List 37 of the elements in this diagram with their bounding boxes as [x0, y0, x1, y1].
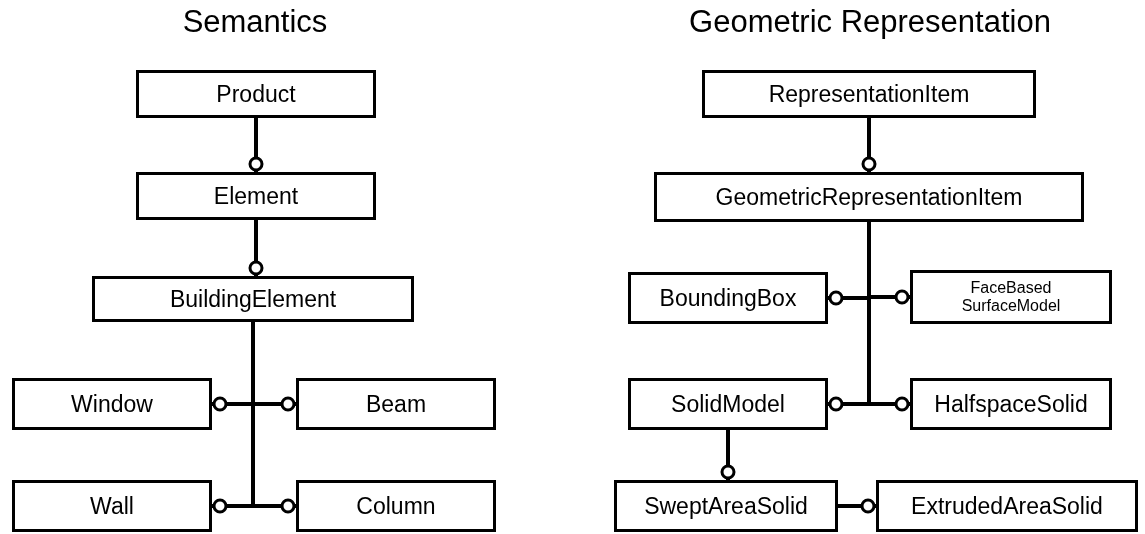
connector [248, 118, 264, 172]
class-name: HalfspaceSolid [934, 390, 1088, 418]
class-box [628, 378, 828, 430]
class-name: BoundingBox [659, 284, 797, 312]
class-name: FaceBased SurfaceModel [960, 278, 1062, 316]
class-box [296, 480, 496, 532]
class-name: RepresentationItem [768, 80, 970, 108]
class-name: Wall [90, 492, 134, 520]
class-name: SolidModel [671, 390, 785, 418]
class-name: Beam [365, 390, 427, 418]
connector [838, 498, 876, 514]
class-box [92, 276, 414, 322]
heading: Semantics [182, 4, 328, 40]
class-name: Window [71, 390, 153, 418]
class-name: Column [356, 492, 436, 520]
class-box [910, 378, 1112, 430]
connector [720, 430, 736, 480]
class-box [654, 172, 1084, 222]
class-name: ExtrudedAreaSolid [911, 492, 1103, 520]
class-name: SweptAreaSolid [644, 492, 808, 520]
heading: Geometric Representation [689, 4, 1051, 40]
class-box [12, 480, 212, 532]
class-box [296, 378, 496, 430]
class-name: Element [213, 182, 299, 210]
class-box [876, 480, 1138, 532]
class-box [136, 172, 376, 220]
class-box [702, 70, 1036, 118]
class-name: GeometricRepresentationItem [715, 183, 1023, 211]
class-box [614, 480, 838, 532]
class-box [910, 270, 1112, 324]
class-box [12, 378, 212, 430]
class-name: Product [216, 80, 296, 108]
class-box [628, 272, 828, 324]
class-name: BuildingElement [169, 285, 337, 313]
connector [248, 220, 264, 276]
connector [861, 118, 877, 172]
class-box [136, 70, 376, 118]
